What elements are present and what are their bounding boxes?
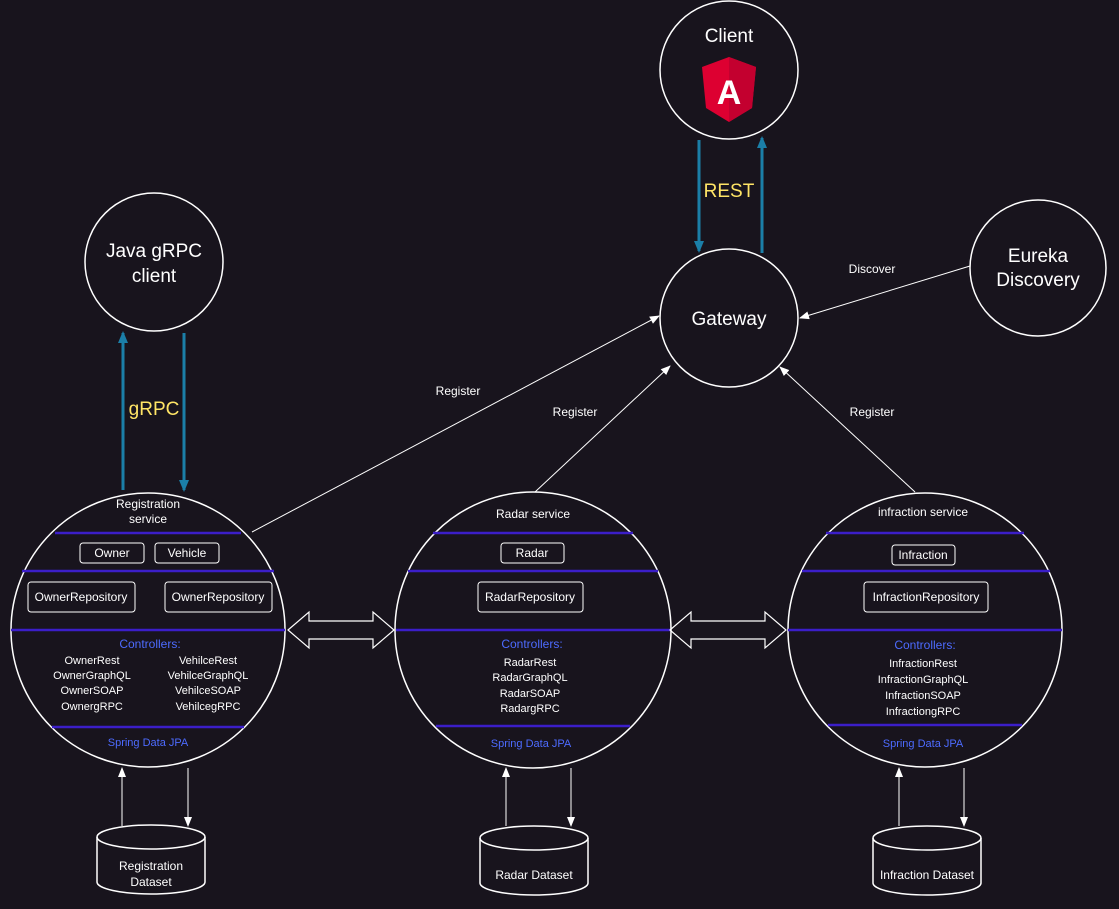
register-label-radar: Register <box>553 405 598 419</box>
infraction-dataset-label: Infraction Dataset <box>880 868 975 882</box>
controller-item: VehilceSOAP <box>175 685 241 697</box>
register-edge-radar: Register <box>534 365 671 493</box>
infraction-repository-label: InfractionRepository <box>873 590 980 604</box>
register-label-infraction: Register <box>850 405 895 419</box>
discover-label: Discover <box>849 262 896 276</box>
controller-item: VehilcegRPC <box>176 701 241 713</box>
vehicle-repository-box <box>164 581 273 613</box>
controller-item: VehilceRest <box>179 655 237 667</box>
gateway-node: Gateway <box>659 248 799 388</box>
radar-service-title: Radar service <box>496 507 570 521</box>
gateway-label: Gateway <box>692 309 767 330</box>
grpc-client-label-line2: client <box>132 266 177 287</box>
angular-logo-letter: A <box>717 74 742 112</box>
controller-item: RadarGraphQL <box>492 672 567 684</box>
service-link-radar-infraction <box>669 610 787 650</box>
registration-service-node: Registration service Owner Vehicle Owner… <box>10 492 286 768</box>
radar-repository-box <box>477 581 584 613</box>
grpc-connection: gRPC <box>118 331 189 492</box>
infraction-dataset-connection <box>895 767 968 827</box>
radar-entity-box <box>500 542 565 564</box>
registration-dataset-label-line1: Registration <box>119 859 183 873</box>
controller-item: InfractionGraphQL <box>878 674 969 686</box>
angular-logo-icon: A <box>702 57 756 122</box>
grpc-label: gRPC <box>129 399 180 420</box>
controllers-title: Controllers: <box>894 638 955 652</box>
radar-service-node: Radar service Radar RadarRepository Cont… <box>394 491 672 769</box>
grpc-client-label-line1: Java gRPC <box>106 241 202 262</box>
radar-dataset: Radar Dataset <box>479 825 589 896</box>
register-label-registration: Register <box>436 384 481 398</box>
infraction-entity-box <box>891 544 956 566</box>
controller-item: InfractiongRPC <box>886 706 961 718</box>
infraction-entity-label: Infraction <box>898 548 947 562</box>
controller-item: InfractionSOAP <box>885 690 961 702</box>
eureka-label-line1: Eureka <box>1008 246 1069 267</box>
client-label: Client <box>705 26 754 47</box>
owner-entity-label: Owner <box>94 546 129 560</box>
eureka-discovery-node: Eureka Discovery <box>969 199 1107 337</box>
radar-entity-label: Radar <box>516 546 549 560</box>
controller-item: OwnerRest <box>64 655 119 667</box>
vehicle-entity-box <box>154 542 220 564</box>
register-edge-registration: Register <box>251 315 660 533</box>
infraction-repository-box <box>863 581 989 613</box>
controller-item: OwnerSOAP <box>61 685 124 697</box>
registration-service-title-line2: service <box>129 512 167 526</box>
controller-item: RadargRPC <box>500 703 559 715</box>
client-node: Client A <box>659 0 799 140</box>
infraction-dataset: Infraction Dataset <box>872 825 982 896</box>
service-link-registration-radar <box>287 610 395 650</box>
registration-service-title-line1: Registration <box>116 497 180 511</box>
spring-data-jpa-label: Spring Data JPA <box>883 738 964 750</box>
vehicle-repository-label: OwnerRepository <box>172 590 265 604</box>
owner-entity-box <box>79 542 145 564</box>
eureka-label-line2: Discovery <box>996 270 1080 291</box>
controller-item: OwnergRPC <box>61 701 123 713</box>
controller-item: OwnerGraphQL <box>53 670 131 682</box>
controllers-title: Controllers: <box>119 637 180 651</box>
controller-item: VehilceGraphQL <box>168 670 249 682</box>
grpc-client-node: Java gRPC client <box>84 192 224 332</box>
owner-repository-label: OwnerRepository <box>35 590 128 604</box>
radar-dataset-label: Radar Dataset <box>495 868 573 882</box>
controller-item: InfractionRest <box>889 658 957 670</box>
infraction-service-title: infraction service <box>878 505 968 519</box>
controller-item: RadarSOAP <box>500 688 561 700</box>
registration-dataset: Registration Dataset <box>96 824 206 895</box>
infraction-service-node: infraction service Infraction Infraction… <box>787 492 1063 768</box>
rest-label: REST <box>704 181 755 202</box>
registration-dataset-label-line2: Dataset <box>130 875 172 889</box>
owner-repository-box <box>27 581 136 613</box>
discover-edge: Discover <box>799 262 971 320</box>
radar-repository-label: RadarRepository <box>485 590 575 604</box>
spring-data-jpa-label: Spring Data JPA <box>108 737 189 749</box>
controller-item: RadarRest <box>504 657 557 669</box>
register-edge-infraction: Register <box>779 366 916 493</box>
controllers-title: Controllers: <box>501 637 562 651</box>
rest-connection: REST <box>694 136 767 253</box>
radar-dataset-connection <box>502 767 575 827</box>
spring-data-jpa-label: Spring Data JPA <box>491 738 572 750</box>
vehicle-entity-label: Vehicle <box>168 546 207 560</box>
registration-dataset-connection <box>118 767 192 827</box>
